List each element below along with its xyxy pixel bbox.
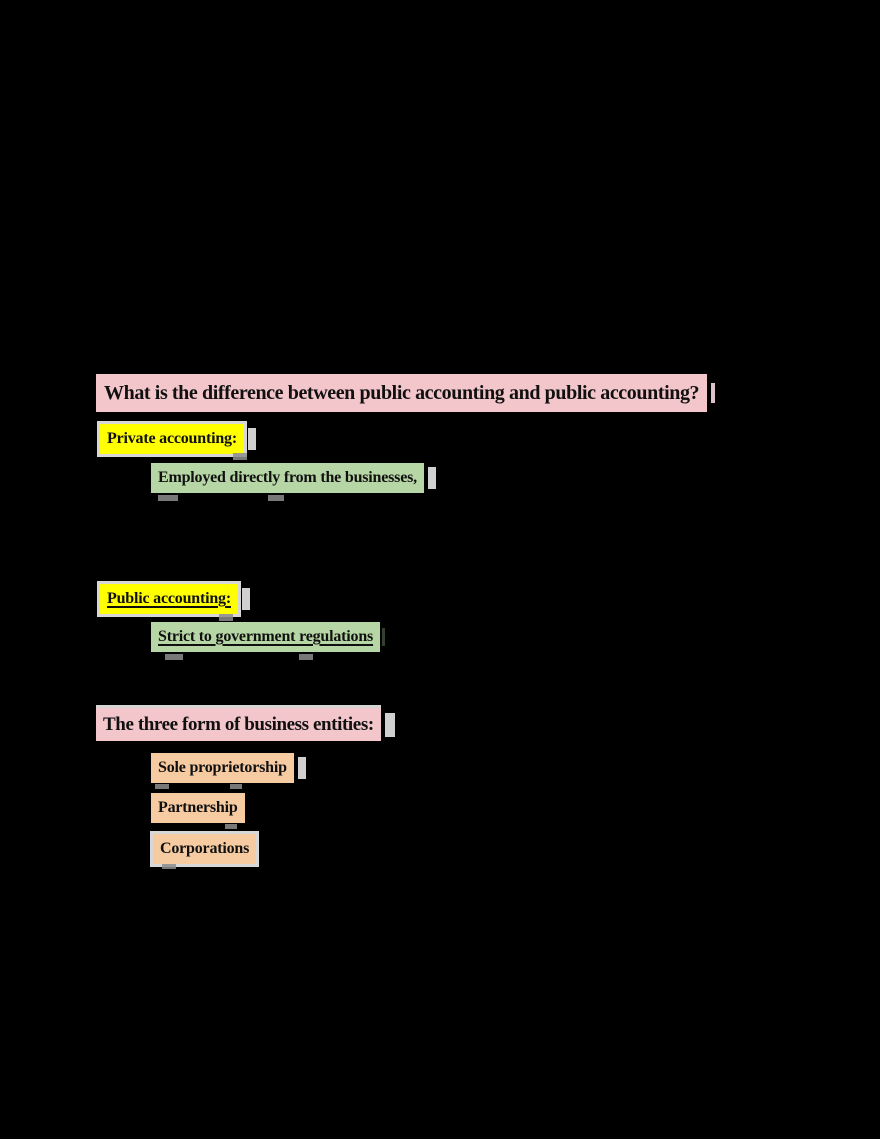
line-entity-sole-proprietorship: Sole proprietorship [151, 753, 306, 783]
artifact-smudge [219, 614, 233, 621]
selection-mark [247, 428, 256, 450]
entity-item-corporations: Corporations [153, 834, 257, 864]
line-entity-partnership: Partnership [151, 793, 245, 823]
selection-mark [384, 712, 395, 737]
public-accounting-heading: Public accounting: [100, 584, 238, 614]
line-question-heading: What is the difference between public ac… [96, 374, 716, 412]
selection-mark [241, 588, 250, 610]
public-accounting-detail: Strict to government regulations [151, 622, 381, 652]
artifact-smudge [299, 654, 313, 660]
private-accounting-detail: Employed directly from the businesses, [151, 463, 424, 493]
line-public-detail: Strict to government regulations [151, 622, 386, 652]
line-private-heading: Private accounting: [100, 424, 256, 454]
artifact-smudge [225, 824, 237, 829]
artifact-smudge [268, 495, 284, 501]
artifact-smudge [158, 495, 178, 501]
paragraph-mark [711, 383, 716, 403]
line-public-heading: Public accounting: [100, 584, 250, 614]
business-entities-heading: The three form of business entities: [96, 708, 381, 741]
artifact-smudge [165, 654, 183, 660]
selection-mark [297, 757, 306, 779]
artifact-smudge [230, 784, 242, 789]
artifact-smudge [162, 864, 176, 869]
selection-mark [427, 467, 436, 489]
artifact-smudge [155, 784, 169, 789]
comment-anchor-mark [382, 628, 386, 646]
line-entities-heading: The three form of business entities: [96, 708, 395, 741]
private-accounting-heading: Private accounting: [100, 424, 244, 454]
line-entity-corporations: Corporations [153, 834, 257, 864]
question-heading: What is the difference between public ac… [96, 374, 708, 412]
entity-item-partnership: Partnership [151, 793, 245, 823]
line-private-detail: Employed directly from the businesses, [151, 463, 436, 493]
artifact-smudge [233, 453, 247, 460]
entity-item-sole-proprietorship: Sole proprietorship [151, 753, 294, 783]
